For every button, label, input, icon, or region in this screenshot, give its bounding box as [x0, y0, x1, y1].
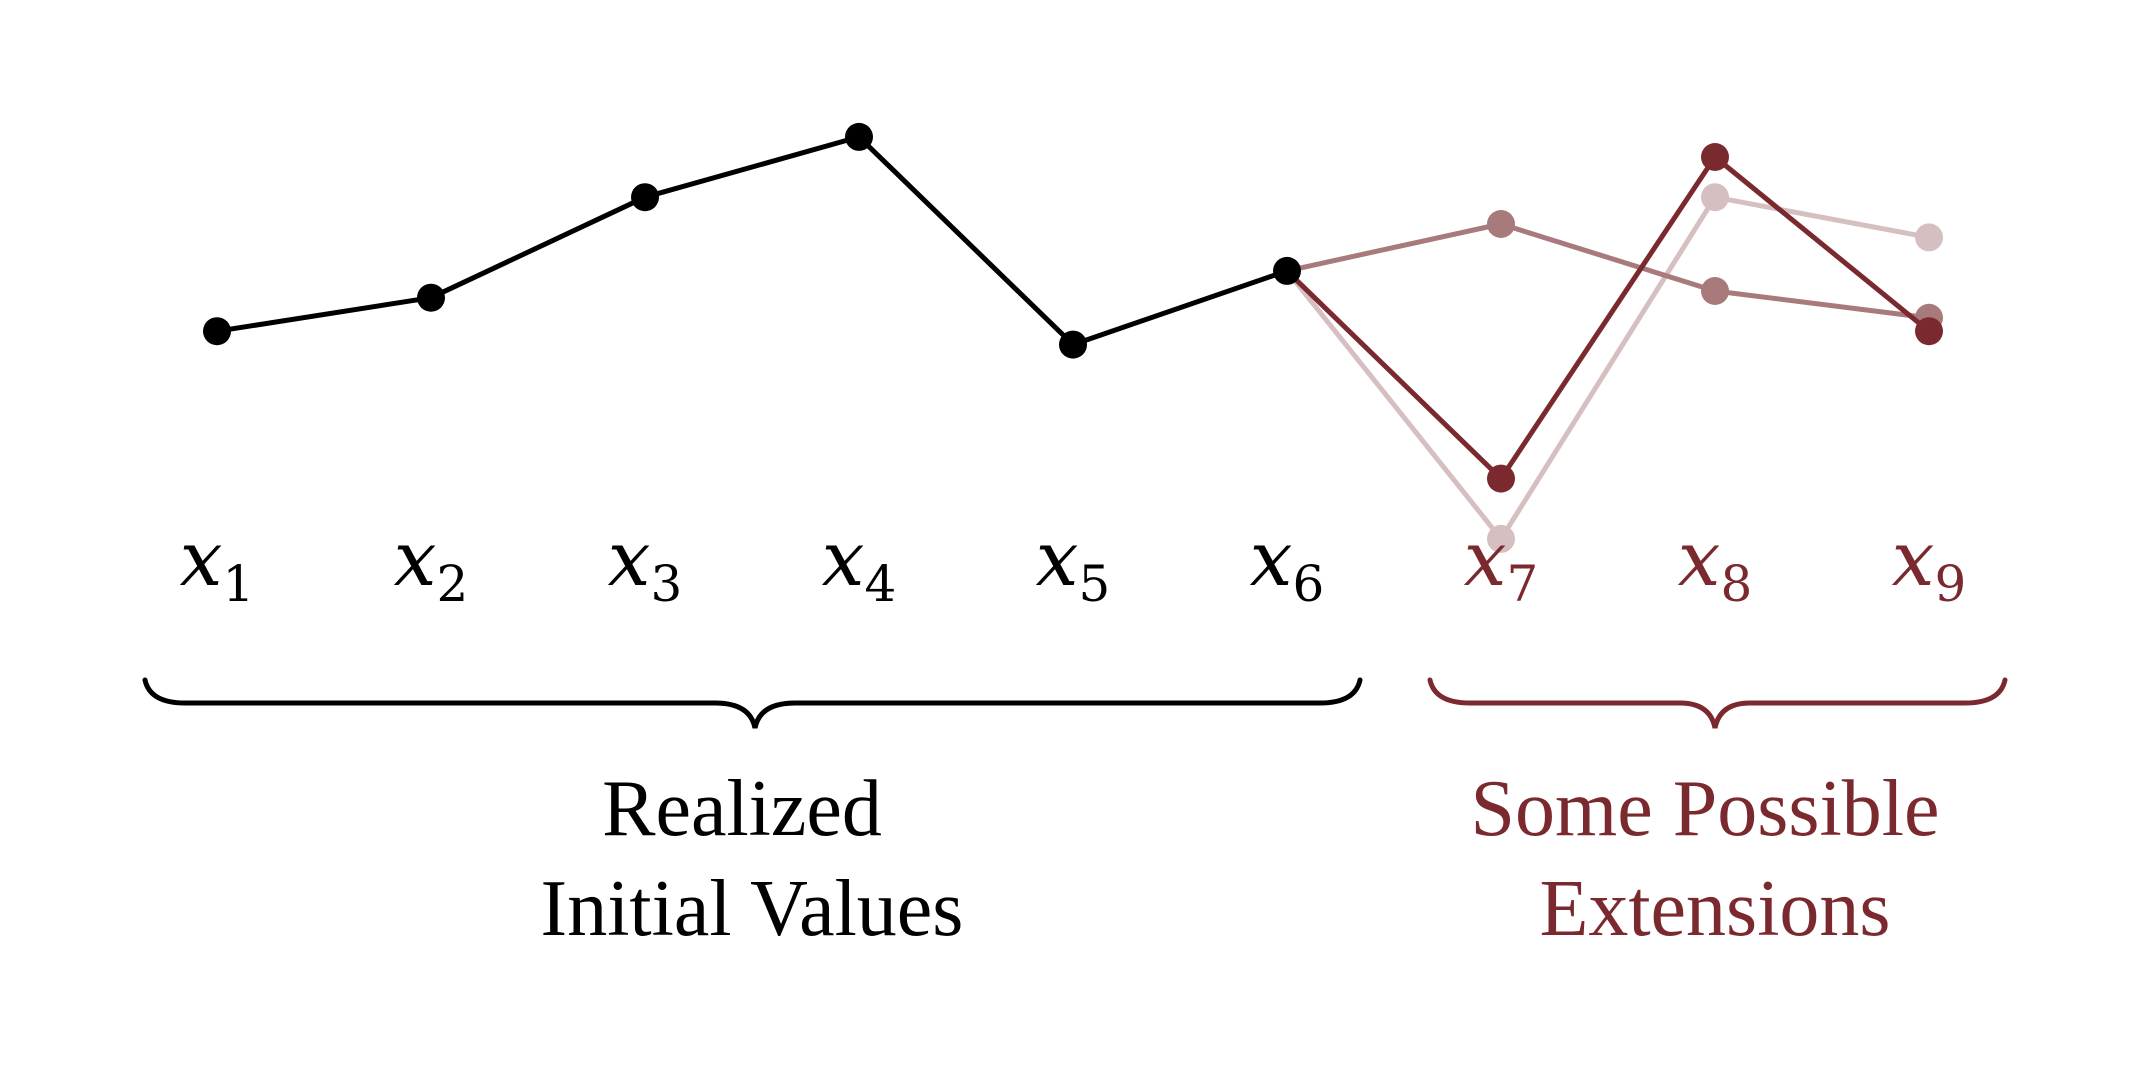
x-label-var: x — [180, 514, 223, 603]
x-label-var: x — [394, 514, 437, 603]
x-label-var: x — [1892, 514, 1935, 603]
extension-1-point-x8 — [1701, 183, 1729, 212]
extension-2-point-x7 — [1487, 210, 1515, 238]
x-label-2: x2 — [394, 514, 469, 613]
x-label-subscript: 7 — [1507, 555, 1539, 613]
extension-1-point-x7 — [1487, 524, 1515, 553]
realized-caption-line2: Initial Values — [541, 865, 964, 953]
x-label-var: x — [608, 514, 651, 603]
extensions-brace — [1427, 677, 2008, 729]
extensions-caption-line1: Some Possible — [1471, 765, 1940, 853]
realized-path — [203, 122, 1301, 359]
x-label-var: x — [1036, 514, 1079, 603]
realized-point-x6 — [1273, 256, 1301, 285]
x-label-var: x — [1250, 514, 1293, 603]
realized-point-x4 — [845, 122, 873, 151]
realized-brace — [142, 677, 1363, 729]
extension-1-point-x9 — [1915, 223, 1943, 252]
x-label-8: x8 — [1678, 514, 1753, 613]
extension-3-point-x9 — [1915, 317, 1943, 346]
realized-caption: Realized Initial Values — [541, 765, 964, 953]
extensions-caption-line2: Extensions — [1539, 865, 1890, 953]
extensions-caption: Some Possible Extensions — [1471, 765, 1960, 953]
x-label-3: x3 — [608, 514, 683, 613]
realized-point-x1 — [203, 317, 231, 346]
x-label-9: x9 — [1892, 514, 1967, 613]
x-label-7: x7 — [1464, 514, 1539, 613]
x-label-subscript: 1 — [223, 555, 255, 613]
realized-point-x3 — [631, 183, 659, 212]
extension-3-point-x8 — [1701, 143, 1729, 171]
extension-paths — [1285, 143, 1943, 553]
realized-point-x5 — [1059, 330, 1087, 359]
x-label-5: x5 — [1036, 514, 1111, 613]
x-label-subscript: 4 — [865, 555, 897, 613]
extension-line-1 — [1285, 194, 1930, 542]
x-label-subscript: 8 — [1721, 555, 1753, 613]
x-label-subscript: 3 — [651, 555, 683, 613]
extension-2-point-x8 — [1701, 277, 1729, 305]
realized-line — [216, 134, 1288, 348]
extension-line-2 — [1286, 221, 1930, 321]
extension-3-point-x7 — [1487, 464, 1515, 493]
realized-caption-line1: Realized — [602, 765, 882, 853]
x-label-4: x4 — [822, 514, 897, 613]
x-label-subscript: 5 — [1079, 555, 1111, 613]
x-label-var: x — [1678, 514, 1721, 603]
x-label-var: x — [822, 514, 865, 603]
realized-point-x2 — [417, 283, 445, 312]
x-label-var: x — [1464, 514, 1507, 603]
x-label-subscript: 2 — [437, 555, 469, 613]
x-label-6: x6 — [1250, 514, 1325, 613]
x-label-1: x1 — [180, 514, 255, 613]
extension-line-3 — [1285, 154, 1931, 482]
x-label-subscript: 6 — [1293, 555, 1325, 613]
x-label-subscript: 9 — [1935, 555, 1967, 613]
